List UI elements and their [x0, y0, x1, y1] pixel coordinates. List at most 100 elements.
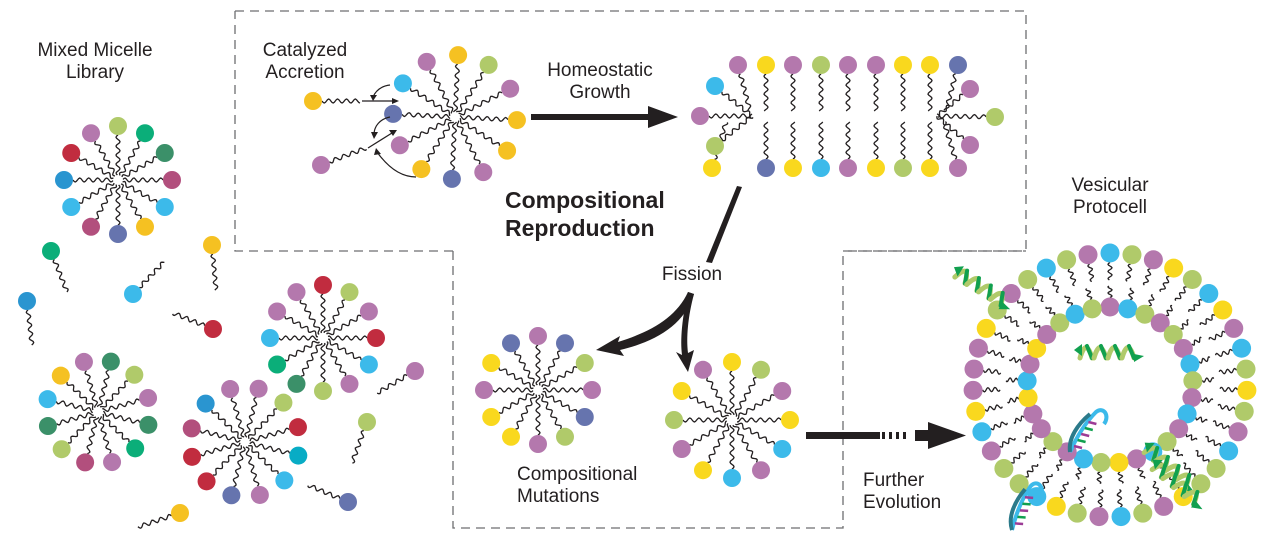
hydrophilic-head — [1043, 432, 1063, 452]
hydrophilic-head — [163, 171, 181, 189]
hydrophobic-tail — [320, 342, 326, 383]
micelle-amphiphile — [456, 120, 493, 182]
hydrophobic-tail — [688, 395, 729, 418]
micelle-amphiphile — [672, 420, 728, 458]
micelle-amphiphile — [62, 182, 115, 216]
vesicle-inner-amphiphile — [1091, 453, 1111, 485]
micelle-amphiphile — [736, 382, 792, 420]
hydrophilic-head — [136, 124, 154, 143]
fission-arrow — [596, 186, 742, 372]
free-amphiphile-navy — [307, 484, 357, 511]
hydrophobic-tail — [1148, 294, 1155, 307]
hydrophilic-head — [339, 493, 357, 511]
vesicle-inner-amphiphile — [1150, 304, 1173, 333]
hydrophobic-tail — [1185, 434, 1198, 441]
hydrophobic-tail — [1165, 304, 1173, 317]
vesicle-inner-amphiphile — [1064, 295, 1085, 324]
micelle-amphiphile — [196, 394, 242, 440]
micelle-amphiphile — [449, 46, 468, 113]
hydrophilic-head — [82, 124, 100, 143]
hydrophobic-tail — [1016, 337, 1029, 345]
hydrophilic-head — [723, 469, 741, 487]
incoming-amphiphile-pink — [312, 147, 368, 174]
hydrophobic-tail — [1117, 471, 1124, 484]
micelle-amphiphile — [482, 392, 535, 426]
accretion-micelle-body — [384, 46, 526, 188]
hydrophilic-head — [384, 104, 403, 123]
hydrophilic-head — [1232, 338, 1252, 358]
hydrophilic-head — [1031, 419, 1051, 439]
hydrophobic-tail — [1218, 367, 1238, 375]
hydrophilic-head — [1234, 401, 1254, 421]
micelle-amphiphile — [76, 416, 100, 472]
hydrophilic-head — [82, 217, 100, 236]
hydrophilic-head — [529, 435, 547, 453]
hydrophobic-tail — [409, 88, 451, 116]
hydrophilic-head — [124, 285, 142, 303]
hydrophobic-tail — [459, 118, 501, 146]
hydrophilic-head — [103, 453, 122, 472]
hydrophobic-tail — [927, 121, 933, 160]
vesicle-outer-amphiphile — [1218, 359, 1256, 379]
micelle-amphiphile — [456, 55, 498, 113]
hydrophilic-head — [125, 365, 144, 384]
hydrophilic-head — [839, 56, 857, 74]
hydrophobic-tail — [535, 344, 541, 386]
hydrophilic-head — [289, 446, 308, 465]
hydrophobic-tail — [25, 309, 35, 346]
vesicle-outer-amphiphile — [1217, 401, 1254, 421]
hydrophobic-tail — [102, 398, 140, 413]
elongated-micelle — [691, 56, 1004, 177]
vesicle-inner-amphiphile — [1016, 337, 1047, 358]
hydrophilic-head — [340, 374, 359, 393]
hydrophilic-head — [501, 79, 520, 98]
accretion-arrows — [362, 84, 417, 178]
hydrophilic-head — [406, 362, 424, 380]
hydrophobic-tail — [122, 180, 158, 203]
hydrophilic-head — [155, 144, 174, 162]
hydrophilic-head — [1199, 284, 1219, 304]
hydrophilic-head — [921, 159, 939, 177]
micelle-amphiphile — [51, 366, 94, 411]
hydrophilic-head — [1157, 432, 1177, 452]
micelle-amphiphile — [99, 365, 144, 408]
hydrophobic-tail — [738, 73, 752, 112]
hydrophobic-tail — [97, 416, 112, 454]
right-cap-amphiphile — [937, 80, 979, 118]
hydrophobic-tail — [845, 73, 851, 112]
micelle-amphiphile — [417, 52, 454, 114]
hydrophilic-head — [38, 417, 57, 436]
hydrophobic-tail — [1007, 396, 1020, 404]
hydrophilic-head — [314, 382, 332, 400]
vesicle-inner-amphiphile — [1024, 419, 1051, 443]
hydrophilic-head — [287, 374, 306, 393]
hydrophobic-tail — [900, 121, 906, 160]
hydrophobic-tail — [351, 429, 365, 464]
hydrophilic-head — [1224, 318, 1244, 338]
label-fission: Fission — [661, 264, 723, 285]
hydrophobic-tail — [1195, 416, 1208, 423]
hydrophilic-head — [1078, 245, 1098, 265]
hydrophobic-tail — [1064, 295, 1074, 306]
hydrophobic-tail — [790, 73, 796, 112]
hydrophobic-tail — [67, 416, 97, 444]
label-line: Homeostatic — [547, 60, 653, 81]
hydrophobic-tail — [1078, 486, 1086, 505]
hydrophobic-tail — [873, 121, 879, 160]
hydrophilic-head — [1133, 503, 1153, 523]
hydrophilic-head — [1082, 299, 1102, 319]
hydrophilic-head — [964, 359, 984, 379]
label-line: Compositional — [505, 187, 665, 213]
micelle-amphiphile — [529, 327, 547, 386]
vesicle-outer-amphiphile — [1195, 449, 1226, 478]
hydrophobic-tail — [230, 397, 245, 438]
hydrophilic-head — [703, 159, 721, 177]
hydrophilic-head — [136, 217, 154, 236]
hydrophobic-tail — [102, 413, 130, 443]
hydrophilic-head — [275, 471, 294, 490]
hydrophilic-head — [784, 56, 802, 74]
bilayer-bottom-amphiphile — [943, 121, 967, 177]
micelle-amphiphile — [672, 382, 729, 418]
vesicle-inner-amphiphile — [1005, 371, 1037, 391]
hydrophilic-head — [249, 379, 268, 398]
